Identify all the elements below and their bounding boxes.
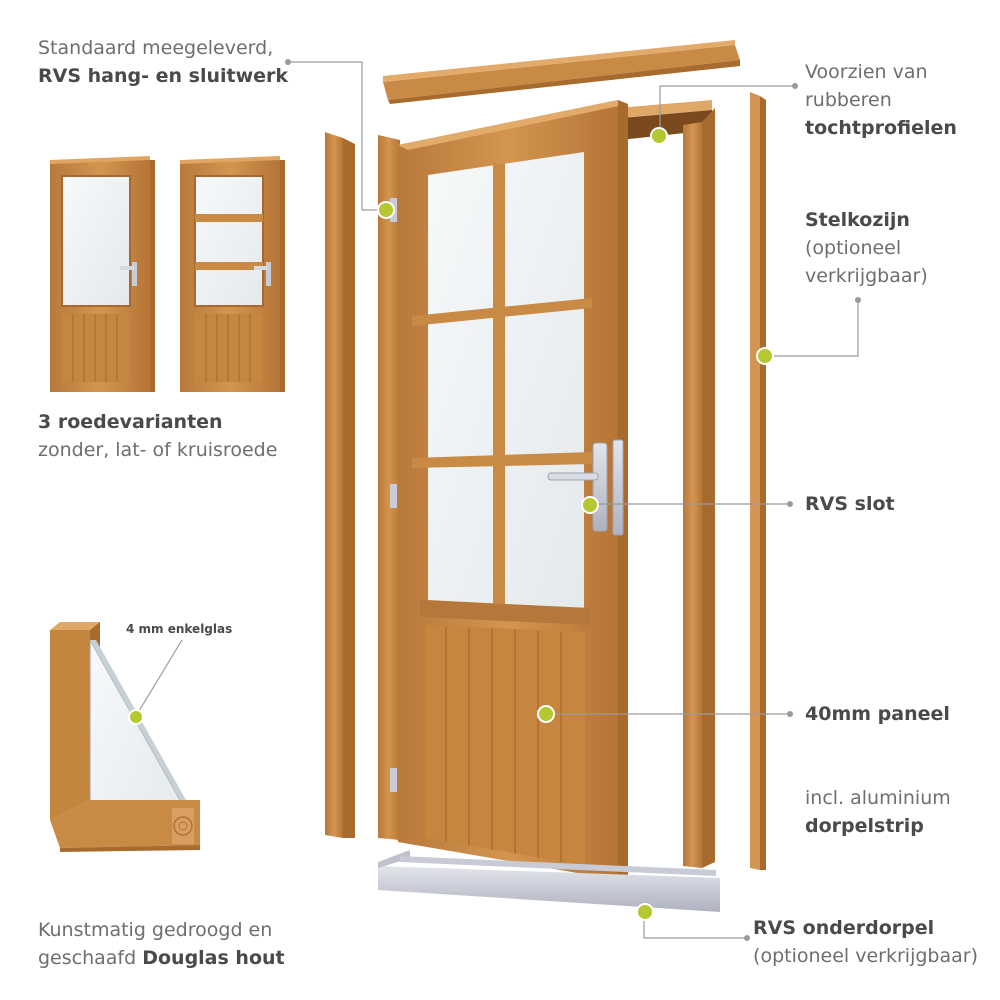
dot-sill (636, 903, 654, 921)
leader-glass (135, 639, 183, 717)
dot-lock (581, 496, 599, 514)
label-draft: Voorzien van rubberen tochtprofielen (805, 58, 957, 142)
label-wood-line2: geschaafd Douglas hout (38, 944, 285, 972)
label-frame-line1: Stelkozijn (805, 209, 910, 231)
frame-cross-section (50, 622, 200, 852)
label-frame-line2: (optioneel (805, 237, 902, 259)
label-panel-text: 40mm paneel (805, 703, 950, 725)
label-threshold-strip-line2: dorpelstrip (805, 815, 924, 837)
label-lock-text: RVS slot (805, 493, 895, 515)
label-wood-line2a: geschaafd (38, 947, 143, 969)
label-hardware-line2: RVS hang- en sluitwerk (38, 65, 289, 87)
main-door-leaf (378, 100, 628, 880)
leader-frame (765, 300, 859, 357)
label-sill-line2: (optioneel verkrijgbaar) (753, 945, 978, 967)
label-draft-line1: Voorzien van (805, 61, 928, 83)
main-frame (617, 100, 715, 868)
label-variants-line2: zonder, lat- of kruisroede (38, 439, 278, 461)
label-wood-line1: Kunstmatig gedroogd en (38, 919, 273, 941)
label-draft-line2: rubberen (805, 89, 892, 111)
label-frame-line3: verkrijgbaar) (805, 265, 928, 287)
leader-draft (659, 85, 795, 134)
left-jamb (325, 132, 355, 838)
leader-sill (643, 912, 745, 939)
label-hardware: Standaard meegeleverd, RVS hang- en slui… (38, 34, 288, 90)
right-stelkozijn (750, 92, 766, 870)
label-sill-line1: RVS onderdorpel (753, 917, 935, 939)
label-threshold-strip-line1: incl. aluminium (805, 787, 951, 809)
leader-hardware (288, 61, 385, 211)
dot-hardware (377, 201, 395, 219)
sill (378, 850, 720, 912)
label-variants: 3 roedevarianten zonder, lat- of kruisro… (38, 408, 277, 464)
dot-glass (128, 709, 144, 725)
label-glass: 4 mm enkelglas (126, 622, 233, 636)
label-frame: Stelkozijn (optioneel verkrijgbaar) (805, 206, 928, 290)
label-hardware-line1: Standaard meegeleverd, (38, 37, 274, 59)
label-wood-line2b: Douglas hout (142, 947, 285, 969)
top-beam (383, 40, 740, 104)
label-sill: RVS onderdorpel (optioneel verkrijgbaar) (753, 914, 978, 970)
dot-frame (756, 347, 774, 365)
label-panel: 40mm paneel (805, 700, 950, 728)
leader-end-dots (285, 59, 861, 941)
dot-draft (650, 127, 668, 145)
label-wood: Kunstmatig gedroogd en geschaafd Douglas… (38, 916, 285, 972)
label-lock: RVS slot (805, 490, 895, 518)
door-variant-muntins (180, 156, 285, 392)
accent-dots (128, 127, 774, 921)
label-threshold-strip: incl. aluminium dorpelstrip (805, 784, 951, 840)
door-variant-plain (50, 156, 155, 392)
label-variants-line1: 3 roedevarianten (38, 411, 223, 433)
label-draft-line3: tochtprofielen (805, 117, 957, 139)
dot-panel (537, 705, 555, 723)
